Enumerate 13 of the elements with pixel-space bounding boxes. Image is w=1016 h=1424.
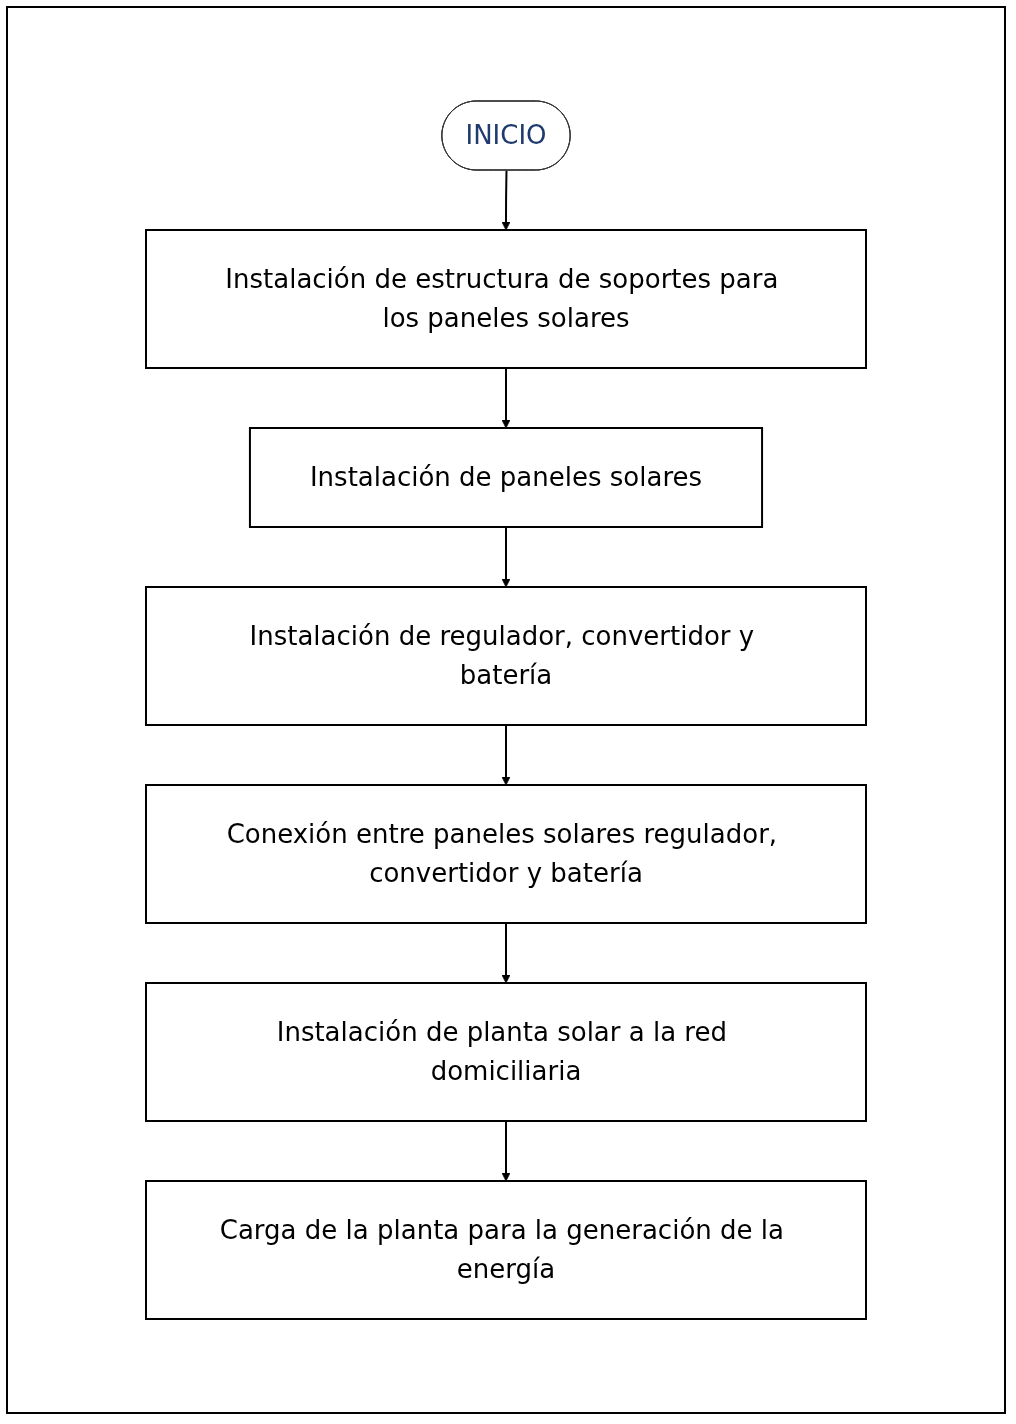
arrow bbox=[501, 922, 511, 984]
node-box bbox=[145, 784, 867, 924]
arrow bbox=[501, 367, 511, 429]
node-box bbox=[145, 1180, 867, 1320]
arrow bbox=[501, 526, 511, 588]
node-box bbox=[145, 982, 867, 1122]
node-box bbox=[145, 586, 867, 726]
node-box bbox=[248, 427, 764, 528]
arrow bbox=[501, 169, 511, 231]
arrow bbox=[501, 724, 511, 786]
page-frame: INICIO Instalación de estructura de soportes para los paneles solares Instalación de paneles solares Instalación de regulador, convertidor y batería Conexión entre paneles solares regulador, convertidor y batería Instalación de planta solar a la red domiciliaria Carga de la planta para la generación de la energía bbox=[6, 6, 1006, 1414]
arrow bbox=[501, 1120, 511, 1182]
node-box bbox=[145, 229, 867, 369]
